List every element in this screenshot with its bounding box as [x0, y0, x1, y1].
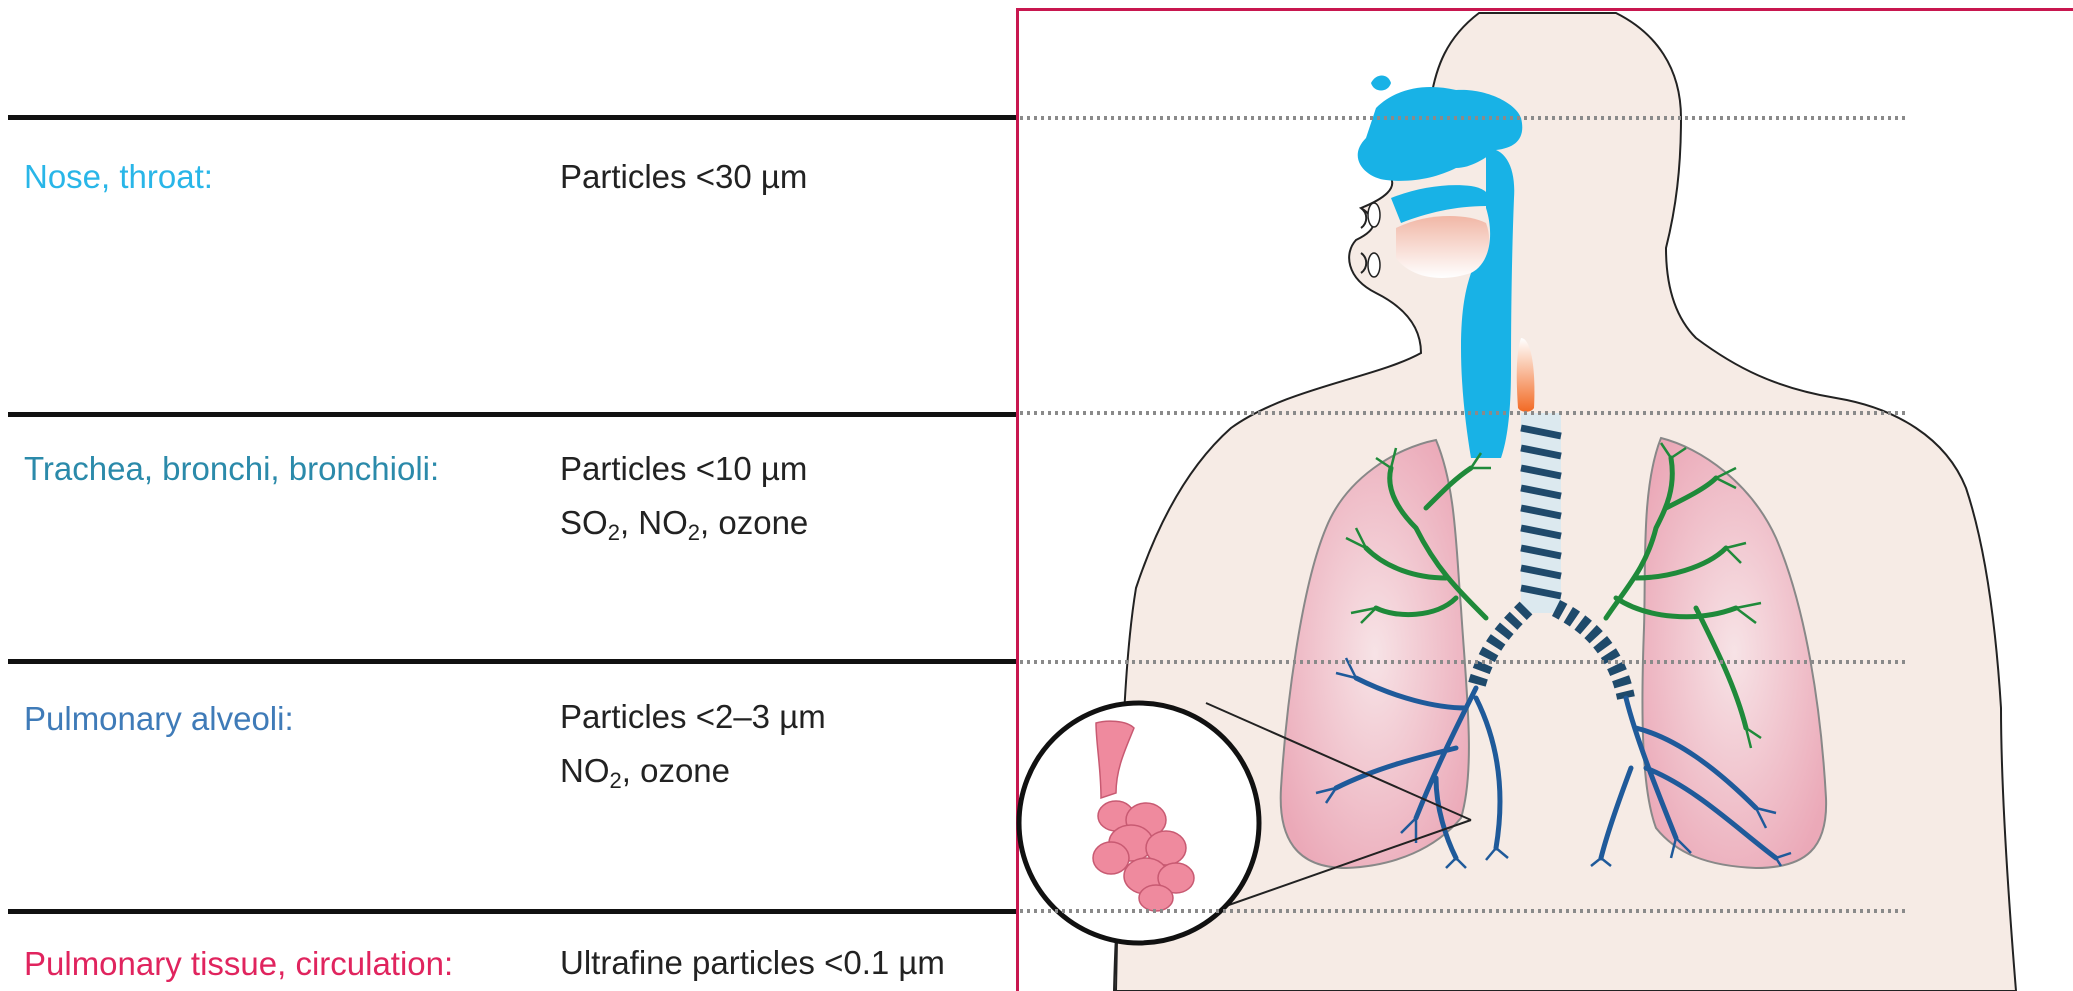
teeth — [1368, 253, 1380, 277]
desc-line: NO2, ozone — [560, 744, 826, 798]
divider-line — [8, 659, 1018, 664]
teeth — [1368, 203, 1380, 227]
respiratory-system-illustration — [1016, 8, 2073, 991]
desc-line: SO2, NO2, ozone — [560, 496, 808, 550]
divider-line — [8, 115, 1018, 120]
divider-line — [8, 412, 1018, 417]
row-desc-nose-throat: Particles <30 µm — [560, 150, 807, 204]
desc-line: Particles <30 µm — [560, 150, 807, 204]
desc-line: Particles <2–3 µm — [560, 690, 826, 744]
oral-cavity — [1396, 216, 1489, 278]
desc-line: Particles <10 µm — [560, 442, 808, 496]
row-label-nose-throat: Nose, throat: — [24, 158, 213, 196]
row-desc-tissue: Ultrafine particles <0.1 µm — [560, 936, 945, 990]
row-label-trachea: Trachea, bronchi, bronchioli: — [24, 450, 439, 488]
row-desc-trachea: Particles <10 µm SO2, NO2, ozone — [560, 442, 808, 550]
divider-line — [8, 909, 1018, 914]
row-desc-alveoli: Particles <2–3 µm NO2, ozone — [560, 690, 826, 798]
row-label-alveoli: Pulmonary alveoli: — [24, 700, 294, 738]
nasal-tip — [1371, 76, 1391, 91]
desc-line: Ultrafine particles <0.1 µm — [560, 936, 945, 990]
row-label-tissue: Pulmonary tissue, circulation: — [24, 945, 453, 983]
